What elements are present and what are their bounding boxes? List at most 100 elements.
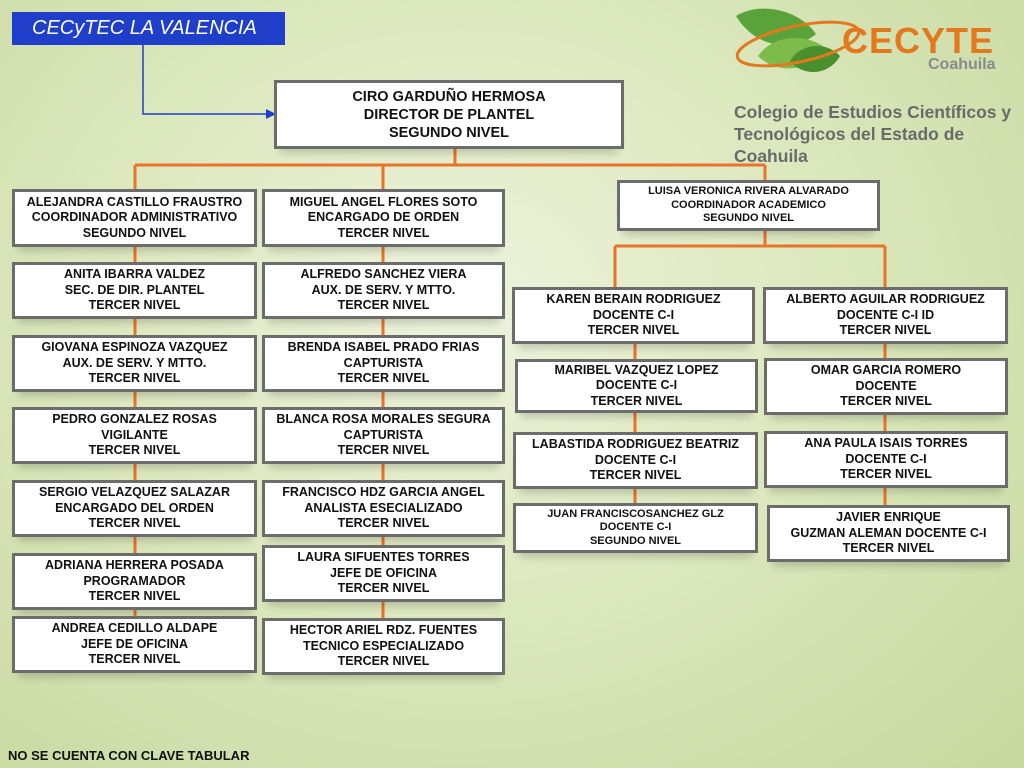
teacher-box: ALBERTO AGUILAR RODRIGUEZ DOCENTE C-I ID… <box>763 287 1008 344</box>
staff-role: ENCARGADO DE ORDEN <box>307 210 460 225</box>
staff-level: TERCER NIVEL <box>88 516 181 531</box>
staff-level: TERCER NIVEL <box>337 443 430 458</box>
campus-label: CECyTEC LA VALENCIA <box>12 12 285 45</box>
staff-box: ANDREA CEDILLO ALDAPE JEFE DE OFICINA TE… <box>12 616 257 673</box>
staff-role: JEFE DE OFICINA <box>81 636 188 651</box>
staff-role: TECNICO ESPECIALIZADO <box>302 638 465 653</box>
teacher-role: GUZMAN ALEMAN DOCENTE C-I <box>790 525 987 540</box>
staff-box: MIGUEL ANGEL FLORES SOTO ENCARGADO DE OR… <box>262 189 505 247</box>
school-name: Colegio de Estudios Científicos y Tecnol… <box>734 101 1014 167</box>
staff-role: CAPTURISTA <box>343 355 424 370</box>
teacher-role: DOCENTE C-I <box>592 307 675 322</box>
staff-name: ANITA IBARRA VALDEZ <box>64 267 205 282</box>
staff-role: CAPTURISTA <box>343 427 424 442</box>
coordinator-role: COORDINADOR ACADEMICO <box>671 198 826 211</box>
teacher-level: TERCER NIVEL <box>840 467 932 482</box>
staff-level: TERCER NIVEL <box>337 371 430 386</box>
director-box: CIRO GARDUÑO HERMOSA DIRECTOR DE PLANTEL… <box>274 80 624 149</box>
staff-name: SERGIO VELAZQUEZ SALAZAR <box>39 485 230 500</box>
school-name-line1: Colegio de Estudios Científicos y <box>734 102 1012 122</box>
staff-box: LAURA SIFUENTES TORRES JEFE DE OFICINA T… <box>262 545 505 602</box>
teacher-box: LABASTIDA RODRIGUEZ BEATRIZ DOCENTE C-I … <box>513 432 758 489</box>
teacher-role: DOCENTE C-I <box>845 451 927 466</box>
teacher-name: OMAR GARCIA ROMERO <box>810 363 962 378</box>
staff-name: BLANCA ROSA MORALES SEGURA <box>276 412 491 427</box>
teacher-role: DOCENTE C-I <box>595 378 678 393</box>
staff-name: FRANCISCO HDZ GARCIA ANGEL <box>282 485 485 500</box>
teacher-box: OMAR GARCIA ROMERO DOCENTE TERCER NIVEL <box>764 358 1008 415</box>
staff-name: GIOVANA ESPINOZA VAZQUEZ <box>41 340 228 355</box>
staff-level: TERCER NIVEL <box>337 298 430 313</box>
staff-name: BRENDA ISABEL PRADO FRIAS <box>287 340 480 355</box>
teacher-level: TERCER NIVEL <box>840 394 932 409</box>
staff-box: ALFREDO SANCHEZ VIERA AUX. DE SERV. Y MT… <box>262 262 505 319</box>
footer-note: NO SE CUENTA CON CLAVE TABULAR <box>8 748 250 763</box>
teacher-box: KAREN BERAIN RODRIGUEZ DOCENTE C-I TERCE… <box>512 287 755 344</box>
teacher-name: LABASTIDA RODRIGUEZ BEATRIZ <box>532 437 739 452</box>
staff-name: MIGUEL ANGEL FLORES SOTO <box>289 194 478 209</box>
staff-level: TERCER NIVEL <box>88 652 181 667</box>
coordinator-name: LUISA VERONICA RIVERA ALVARADO <box>648 185 849 198</box>
academic-coordinator-box: LUISA VERONICA RIVERA ALVARADO COORDINAD… <box>617 180 880 231</box>
staff-role: ENCARGADO DEL ORDEN <box>55 500 214 515</box>
staff-role: VIGILANTE <box>101 427 168 442</box>
staff-role: AUX. DE SERV. Y MTTO. <box>311 282 456 297</box>
teacher-role: DOCENTE C-I <box>594 452 677 467</box>
staff-level: TERCER NIVEL <box>337 581 430 596</box>
teacher-name: KAREN BERAIN RODRIGUEZ <box>546 292 721 307</box>
staff-name: ANDREA CEDILLO ALDAPE <box>51 621 218 636</box>
staff-role: COORDINADOR ADMINISTRATIVO <box>31 210 238 225</box>
teacher-name: ANA PAULA ISAIS TORRES <box>804 436 968 451</box>
staff-level: TERCER NIVEL <box>88 443 181 458</box>
staff-box: BRENDA ISABEL PRADO FRIAS CAPTURISTA TER… <box>262 335 505 392</box>
teacher-box: ANA PAULA ISAIS TORRES DOCENTE C-I TERCE… <box>764 431 1008 488</box>
teacher-box: JAVIER ENRIQUE GUZMAN ALEMAN DOCENTE C-I… <box>767 505 1010 562</box>
staff-box: HECTOR ARIEL RDZ. FUENTES TECNICO ESPECI… <box>262 618 505 675</box>
staff-level: TERCER NIVEL <box>88 589 181 604</box>
staff-box: FRANCISCO HDZ GARCIA ANGEL ANALISTA ESEC… <box>262 480 505 537</box>
teacher-role: DOCENTE C-I ID <box>836 307 935 322</box>
staff-box: BLANCA ROSA MORALES SEGURA CAPTURISTA TE… <box>262 407 505 464</box>
staff-role: AUX. DE SERV. Y MTTO. <box>62 355 207 370</box>
teacher-role: DOCENTE <box>855 378 917 393</box>
cecyte-logo <box>735 8 861 73</box>
staff-level: TERCER NIVEL <box>337 225 430 240</box>
staff-box: SERGIO VELAZQUEZ SALAZAR ENCARGADO DEL O… <box>12 480 257 537</box>
staff-role: JEFE DE OFICINA <box>330 565 437 580</box>
director-level: SEGUNDO NIVEL <box>388 124 510 141</box>
teacher-level: TERCER NIVEL <box>589 468 682 483</box>
staff-level: TERCER NIVEL <box>337 654 430 669</box>
director-role: DIRECTOR DE PLANTEL <box>363 106 535 123</box>
staff-name: LAURA SIFUENTES TORRES <box>297 550 470 565</box>
staff-role: PROGRAMADOR <box>83 573 186 588</box>
staff-box: ANITA IBARRA VALDEZ SEC. DE DIR. PLANTEL… <box>12 262 257 319</box>
teacher-name: ALBERTO AGUILAR RODRIGUEZ <box>786 292 985 307</box>
staff-level: SEGUNDO NIVEL <box>82 225 187 240</box>
staff-name: ALEJANDRA CASTILLO FRAUSTRO <box>26 194 243 209</box>
logo-region: Coahuila <box>928 56 996 73</box>
staff-role: SEC. DE DIR. PLANTEL <box>64 282 205 297</box>
staff-level: TERCER NIVEL <box>337 516 430 531</box>
school-name-line2: Tecnológicos del Estado de Coahuila <box>734 124 965 166</box>
staff-box: ADRIANA HERRERA POSADA PROGRAMADOR TERCE… <box>12 553 257 610</box>
teacher-level: TERCER NIVEL <box>839 323 932 338</box>
director-name: CIRO GARDUÑO HERMOSA <box>352 88 546 105</box>
staff-name: HECTOR ARIEL RDZ. FUENTES <box>289 623 478 638</box>
staff-box: GIOVANA ESPINOZA VAZQUEZ AUX. DE SERV. Y… <box>12 335 257 392</box>
staff-box: PEDRO GONZALEZ ROSAS VIGILANTE TERCER NI… <box>12 407 257 464</box>
logo-wordmark: CECYTE <box>842 20 995 61</box>
staff-name: ALFREDO SANCHEZ VIERA <box>300 267 467 282</box>
teacher-level: TERCER NIVEL <box>842 541 935 556</box>
teacher-name: JUAN FRANCISCOSANCHEZ GLZ <box>547 507 724 520</box>
teacher-level: SEGUNDO NIVEL <box>589 534 682 547</box>
teacher-name: MARIBEL VAZQUEZ LOPEZ <box>554 362 719 377</box>
teacher-level: TERCER NIVEL <box>590 393 683 408</box>
teacher-role: DOCENTE C-I <box>599 521 672 534</box>
staff-name: ADRIANA HERRERA POSADA <box>45 558 224 573</box>
staff-level: TERCER NIVEL <box>88 298 181 313</box>
staff-role: ANALISTA ESECIALIZADO <box>304 500 463 515</box>
staff-level: TERCER NIVEL <box>88 371 181 386</box>
staff-box: ALEJANDRA CASTILLO FRAUSTRO COORDINADOR … <box>12 189 257 247</box>
coordinator-level: SEGUNDO NIVEL <box>702 212 795 225</box>
teacher-level: TERCER NIVEL <box>587 323 680 338</box>
